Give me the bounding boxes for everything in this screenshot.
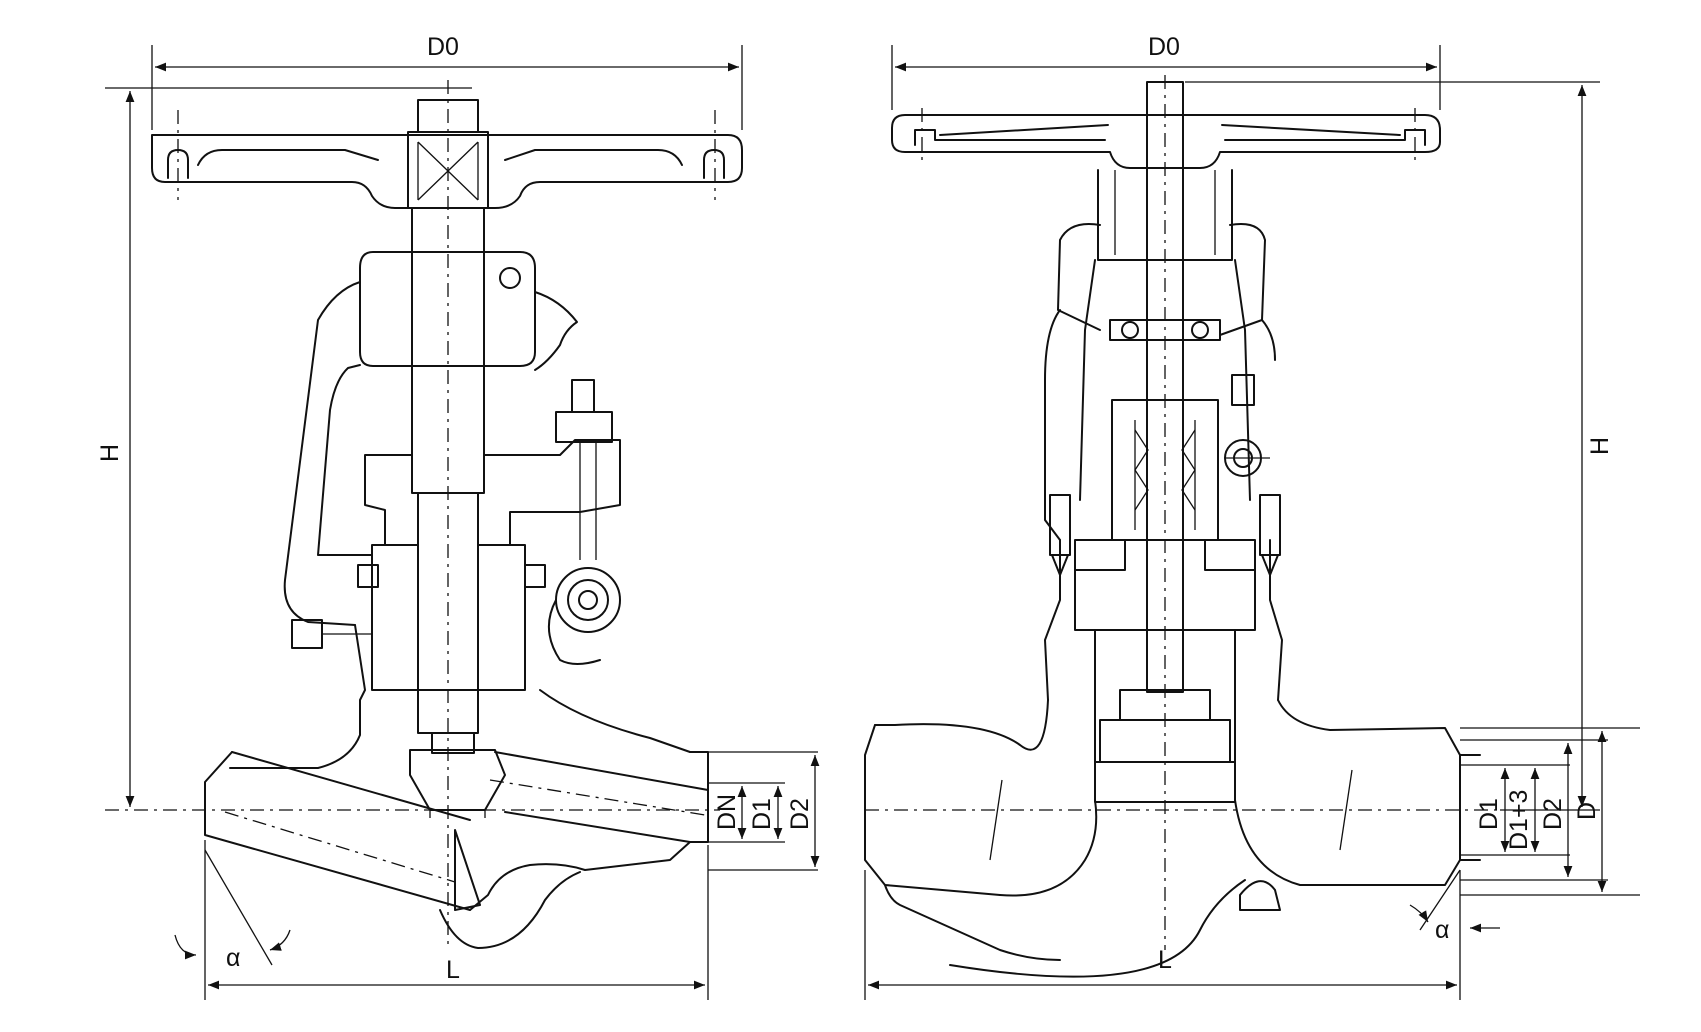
left-labels: D0 H L α DN D1 D2 <box>96 33 814 984</box>
right-valve-view: D0 H L α D1 D1+3 D2 D <box>864 33 1640 1000</box>
left-valve-view: D0 H L α DN D1 D2 <box>96 33 820 1000</box>
right-gland <box>1111 374 1270 541</box>
left-label-d0: D0 <box>427 33 459 61</box>
right-labels: D0 H L α D1 D1+3 D2 D <box>1148 33 1614 974</box>
right-label-d2: D2 <box>1539 798 1567 830</box>
right-label-alpha: α <box>1435 916 1449 944</box>
right-dimensions <box>864 45 1640 1000</box>
right-label-d: D <box>1573 802 1601 820</box>
left-body <box>204 751 709 949</box>
right-label-d1: D1 <box>1475 798 1503 830</box>
right-label-l: L <box>1158 946 1172 974</box>
right-label-d1p3: D1+3 <box>1505 790 1533 850</box>
right-disc <box>1094 689 1236 803</box>
right-label-d0: D0 <box>1148 33 1180 61</box>
left-handwheel <box>151 134 743 209</box>
left-bonnet <box>229 544 691 769</box>
left-disc <box>409 749 506 818</box>
left-label-d2: D2 <box>786 798 814 830</box>
right-stem <box>1146 81 1184 693</box>
left-label-h: H <box>96 444 124 462</box>
right-handwheel <box>891 114 1441 169</box>
right-bolts <box>1049 494 1281 576</box>
left-label-d1: D1 <box>748 798 776 830</box>
right-label-h: H <box>1586 437 1614 455</box>
right-centerlines <box>865 75 1500 950</box>
left-label-l: L <box>446 956 460 984</box>
left-dimensions <box>105 45 820 1000</box>
right-body <box>864 699 1481 978</box>
left-side-bolt <box>291 379 621 665</box>
left-yoke <box>283 251 621 626</box>
right-yoke <box>1044 169 1276 541</box>
left-label-alpha: α <box>226 944 240 972</box>
left-label-dn: DN <box>713 794 741 830</box>
